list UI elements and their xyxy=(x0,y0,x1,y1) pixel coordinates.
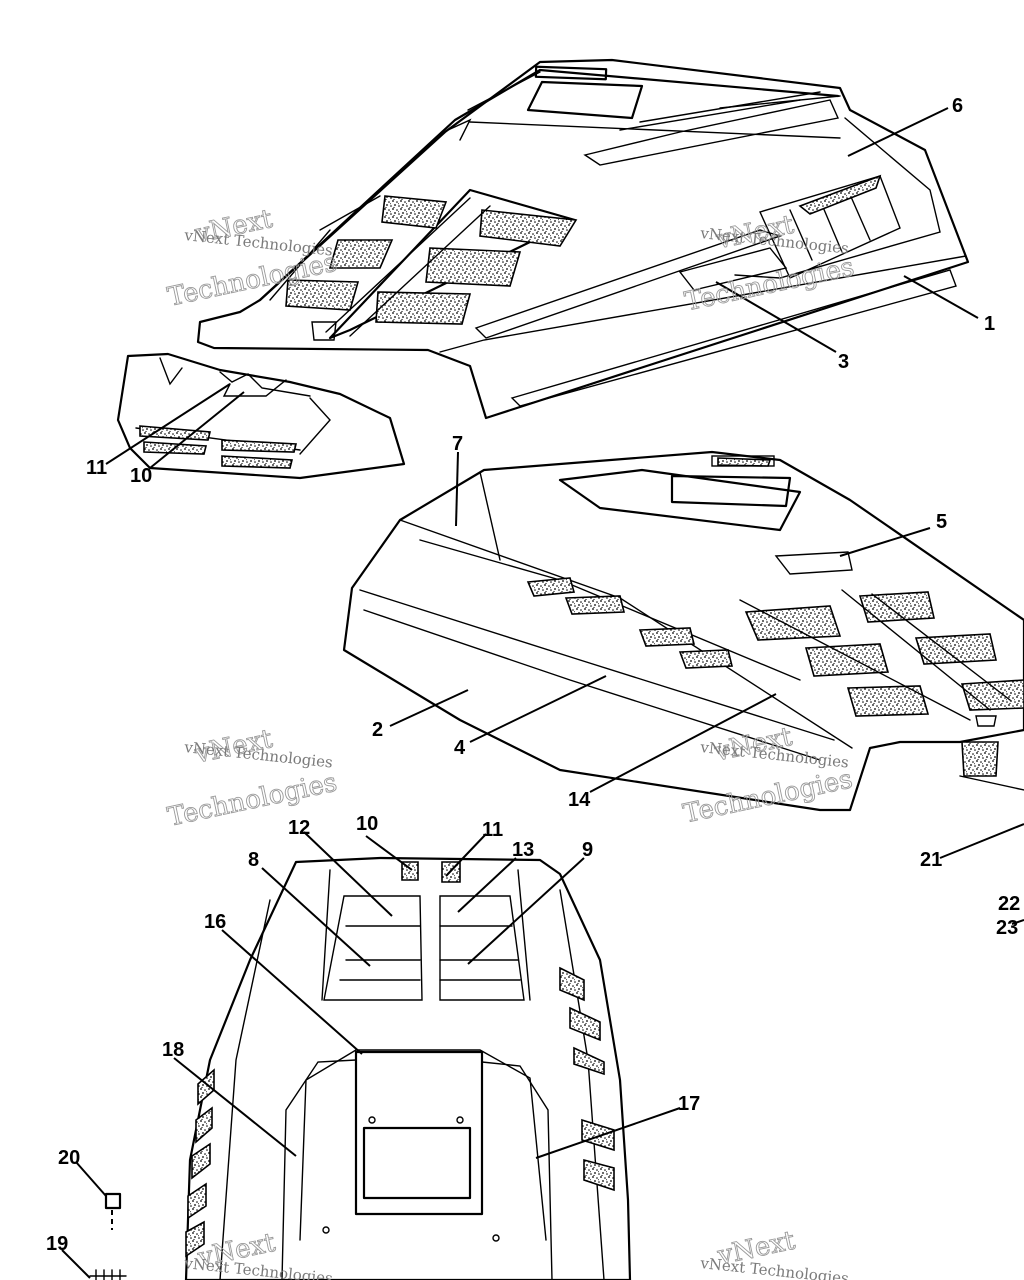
callout-11-top: 11 xyxy=(86,457,107,479)
vent-panel xyxy=(116,352,406,480)
callout-6: 6 xyxy=(952,95,963,117)
callout-11-bottom: 11 xyxy=(482,819,503,841)
callout-19: 19 xyxy=(46,1233,68,1255)
hood-front-view xyxy=(184,856,632,1280)
callout-8: 8 xyxy=(248,849,259,871)
watermark-mid-left: vNext Technologies xyxy=(165,724,340,834)
callout-7: 7 xyxy=(452,433,463,455)
callout-10-top: 10 xyxy=(130,465,152,487)
callout-4: 4 xyxy=(454,737,466,759)
callout-21: 21 xyxy=(920,849,942,871)
watermark-line2: Technologies xyxy=(681,764,856,829)
hood-side-view xyxy=(342,450,1024,812)
callout-2: 2 xyxy=(372,719,383,741)
callout-10-bottom: 10 xyxy=(356,813,378,835)
leader-lines xyxy=(61,107,1024,1279)
fastener xyxy=(89,1192,127,1280)
callout-5: 5 xyxy=(936,511,947,533)
callout-12: 12 xyxy=(288,817,310,839)
callout-9: 9 xyxy=(582,839,593,861)
watermark-top-right: vNext Technologies xyxy=(682,209,857,318)
watermark-mid-right: vNext Technologies xyxy=(680,721,856,830)
callout-14: 14 xyxy=(568,789,591,811)
watermark-line2: Technologies xyxy=(165,768,340,833)
callout-3: 3 xyxy=(838,351,849,373)
callout-1: 1 xyxy=(984,313,995,335)
callout-20: 20 xyxy=(58,1147,80,1169)
callout-17: 17 xyxy=(678,1093,700,1115)
callout-13: 13 xyxy=(512,839,534,861)
callout-16: 16 xyxy=(204,911,226,933)
hood-top-view xyxy=(196,58,970,420)
callout-18: 18 xyxy=(162,1039,184,1061)
callout-labels: 1 2 3 4 5 6 7 8 9 10 10 11 11 12 13 14 1… xyxy=(46,95,1020,1255)
callout-23: 23 xyxy=(996,917,1018,939)
callout-22: 22 xyxy=(998,893,1020,915)
